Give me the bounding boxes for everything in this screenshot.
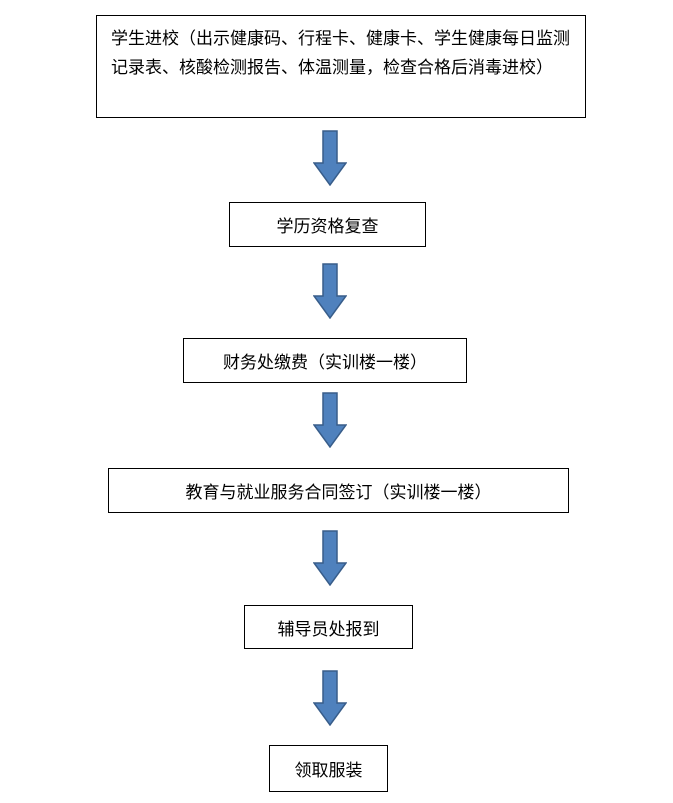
step-label: 领取服装	[294, 761, 363, 781]
down-arrow-icon	[313, 530, 347, 586]
step-contract-signing: 教育与就业服务合同签订（实训楼一楼）	[108, 468, 569, 513]
step-label: 教育与就业服务合同签订（实训楼一楼）	[185, 483, 492, 503]
step-label: 辅导员处报到	[277, 619, 380, 640]
down-arrow-icon	[313, 263, 347, 319]
step-counselor-registration: 辅导员处报到	[244, 605, 413, 649]
step-label: 学生进校（出示健康码、行程卡、健康卡、学生健康每日监测记录表、核酸检测报告、体温…	[111, 29, 570, 78]
step-finance-payment: 财务处缴费（实训楼一楼）	[183, 338, 467, 383]
down-arrow-icon	[313, 670, 347, 726]
step-collect-uniform: 领取服装	[269, 745, 388, 792]
step-student-entry: 学生进校（出示健康码、行程卡、健康卡、学生健康每日监测记录表、核酸检测报告、体温…	[96, 15, 586, 118]
down-arrow-icon	[313, 392, 347, 448]
step-label: 学历资格复查	[276, 217, 379, 237]
step-label: 财务处缴费（实训楼一楼）	[223, 353, 427, 373]
step-education-check: 学历资格复查	[229, 202, 426, 247]
down-arrow-icon	[313, 130, 347, 186]
